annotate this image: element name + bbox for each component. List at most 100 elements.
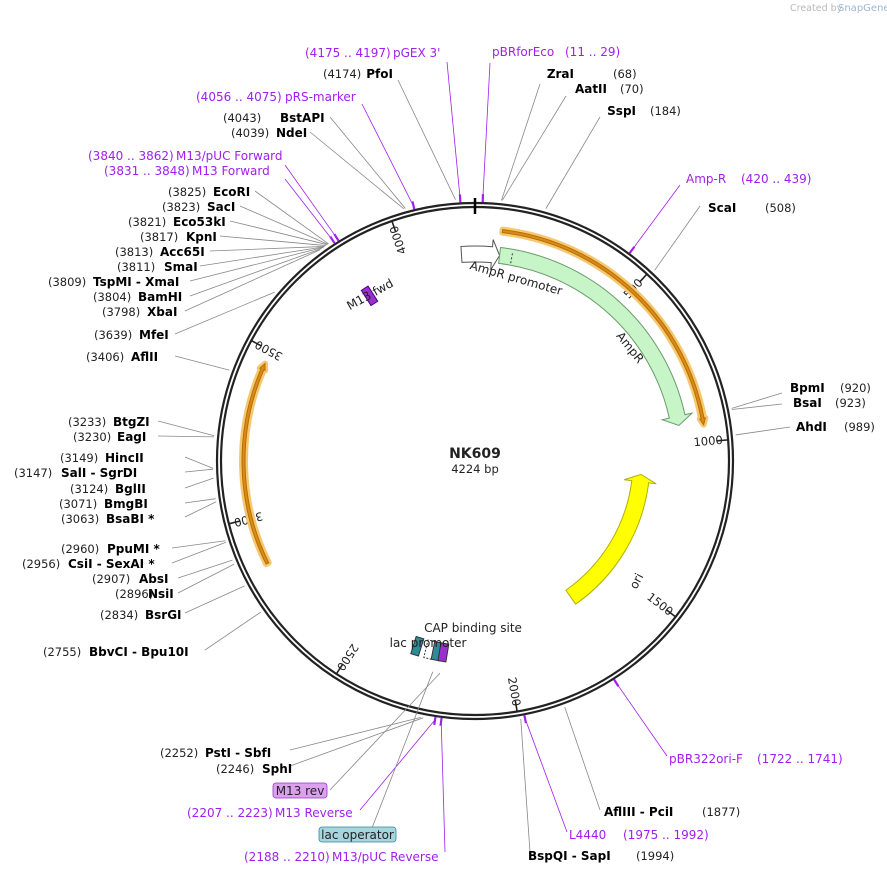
primer-label-l4440: L4440 xyxy=(569,828,606,842)
enzyme-position: (923) xyxy=(835,396,866,410)
enzyme-position: (3798) xyxy=(102,305,140,319)
tick-label: 3500 xyxy=(253,337,285,363)
leader-line xyxy=(184,585,245,614)
enzyme-position: (3804) xyxy=(93,290,131,304)
ori-label: ori xyxy=(627,571,647,591)
enzyme-position: (920) xyxy=(840,381,871,395)
leader-line xyxy=(397,79,456,200)
primer-range: (2207 .. 2223) xyxy=(187,806,273,820)
plasmid-name: NK609 xyxy=(449,446,501,462)
orf-arrow[interactable] xyxy=(241,362,270,565)
tick-label: 4000 xyxy=(387,224,410,256)
enzyme-position: (3124) xyxy=(70,482,108,496)
enzyme-label-bstapi: BstAPI xyxy=(280,111,325,125)
primer-range: (4175 .. 4197) xyxy=(305,46,391,60)
site-mark xyxy=(433,716,437,726)
leader-line xyxy=(174,291,275,335)
leader-line xyxy=(177,563,235,594)
tick-mark xyxy=(228,520,240,525)
enzyme-position: (3149) xyxy=(60,451,98,465)
leader-line xyxy=(501,95,567,201)
enzyme-label-aflii: AflII xyxy=(131,350,158,364)
enzyme-position: (3811) xyxy=(117,260,155,274)
enzyme-label-afliii-pcii: AflIII - PciI xyxy=(604,805,673,819)
cap-binding-site-label: CAP binding site xyxy=(424,621,522,635)
primer-label-m13-puc-reverse: M13/pUC Reverse xyxy=(332,850,439,864)
leader-line xyxy=(731,392,783,409)
leader-line xyxy=(239,205,328,245)
enzyme-label-csii-sexai: CsiI - SexAI * xyxy=(68,557,155,571)
enzyme-position: (3813) xyxy=(115,245,153,259)
primer-label-pbrforeco: pBRforEco xyxy=(492,45,554,59)
primer-range: (11 .. 29) xyxy=(565,45,620,59)
leader-line xyxy=(329,672,441,791)
leader-line xyxy=(184,477,214,489)
leader-line xyxy=(524,718,568,833)
primer-label-pgex-3: pGEX 3' xyxy=(393,46,440,60)
leader-line xyxy=(482,62,491,200)
leader-line xyxy=(157,420,215,437)
leader-line xyxy=(631,184,681,252)
enzyme-position: (2246) xyxy=(216,762,254,776)
primer-range: (420 .. 439) xyxy=(741,172,811,186)
leader-line xyxy=(171,540,226,549)
leader-line xyxy=(209,246,325,252)
enzyme-position: (2755) xyxy=(43,645,81,659)
enzyme-label-kpni: KpnI xyxy=(186,230,217,244)
created-by-text: Created by xyxy=(790,3,843,14)
enzyme-position: (2834) xyxy=(100,608,138,622)
leader-line xyxy=(184,249,321,312)
tick-mark xyxy=(335,664,344,675)
leader-line xyxy=(731,403,783,410)
enzyme-label-tspmi-xmai: TspMI - XmaI xyxy=(93,275,179,289)
enzyme-position: (184) xyxy=(650,104,681,118)
m13-rev-label: M13 rev xyxy=(276,784,325,798)
snapgene-logo-text: SnapGene xyxy=(838,3,887,14)
enzyme-position: (3147) xyxy=(14,466,52,480)
amp-r-gene-arrow[interactable] xyxy=(498,246,694,427)
primer-label-m13-puc-forward: M13/pUC Forward xyxy=(176,149,283,163)
enzyme-label-hincii: HincII xyxy=(105,451,144,465)
enzyme-position: (3823) xyxy=(162,200,200,214)
enzyme-position: (4174) xyxy=(323,67,361,81)
enzyme-position: (989) xyxy=(844,420,875,434)
enzyme-position: (3639) xyxy=(94,328,132,342)
leader-line xyxy=(371,671,434,829)
leader-line xyxy=(219,235,326,246)
m13-rev-arrow[interactable] xyxy=(437,642,450,663)
leader-line xyxy=(254,190,329,245)
leader-line xyxy=(615,681,668,757)
amp-r-promoter-arrow[interactable] xyxy=(460,239,501,271)
enzyme-position: (2896) xyxy=(115,587,153,601)
tick-mark xyxy=(250,339,262,347)
enzyme-position: (3821) xyxy=(128,215,166,229)
orf-arrow[interactable] xyxy=(501,229,707,426)
tick-label: 1000 xyxy=(693,433,723,449)
site-labels: PfoI(4174)ZraI(68)AatII(70)SspI(184)ScaI… xyxy=(14,45,875,864)
amp-r-divider xyxy=(510,251,514,264)
enzyme-label-bamhi: BamHI xyxy=(138,290,182,304)
ori-arrow[interactable] xyxy=(565,473,657,605)
enzyme-label-bbvci-bpu10i: BbvCI - Bpu10I xyxy=(89,645,189,659)
leader-line xyxy=(189,246,324,282)
enzyme-position: (3071) xyxy=(59,497,97,511)
enzyme-label-smai: SmaI xyxy=(164,260,198,274)
m13-fwd-arrow[interactable] xyxy=(360,285,379,307)
enzyme-label-saci: SacI xyxy=(207,200,235,214)
cap-binding-site-box[interactable] xyxy=(410,635,425,657)
enzyme-position: (68) xyxy=(613,67,637,81)
primer-label-m13-forward: M13 Forward xyxy=(192,164,270,178)
enzyme-label-aatii: AatII xyxy=(575,82,607,96)
primer-range: (3840 .. 3862) xyxy=(88,149,174,163)
leader-line xyxy=(177,559,233,579)
enzyme-label-ndei: NdeI xyxy=(276,126,307,140)
enzyme-label-sspi: SspI xyxy=(607,104,636,118)
leader-line xyxy=(654,205,701,271)
enzyme-label-psti-sbfi: PstI - SbfI xyxy=(205,746,271,760)
leader-line xyxy=(184,498,216,504)
plasmid-size: 4224 bp xyxy=(451,462,499,476)
enzyme-label-pfoi: PfoI xyxy=(366,67,393,81)
enzyme-position: (3233) xyxy=(68,415,106,429)
leader-line xyxy=(564,707,601,811)
leader-line xyxy=(545,116,601,209)
